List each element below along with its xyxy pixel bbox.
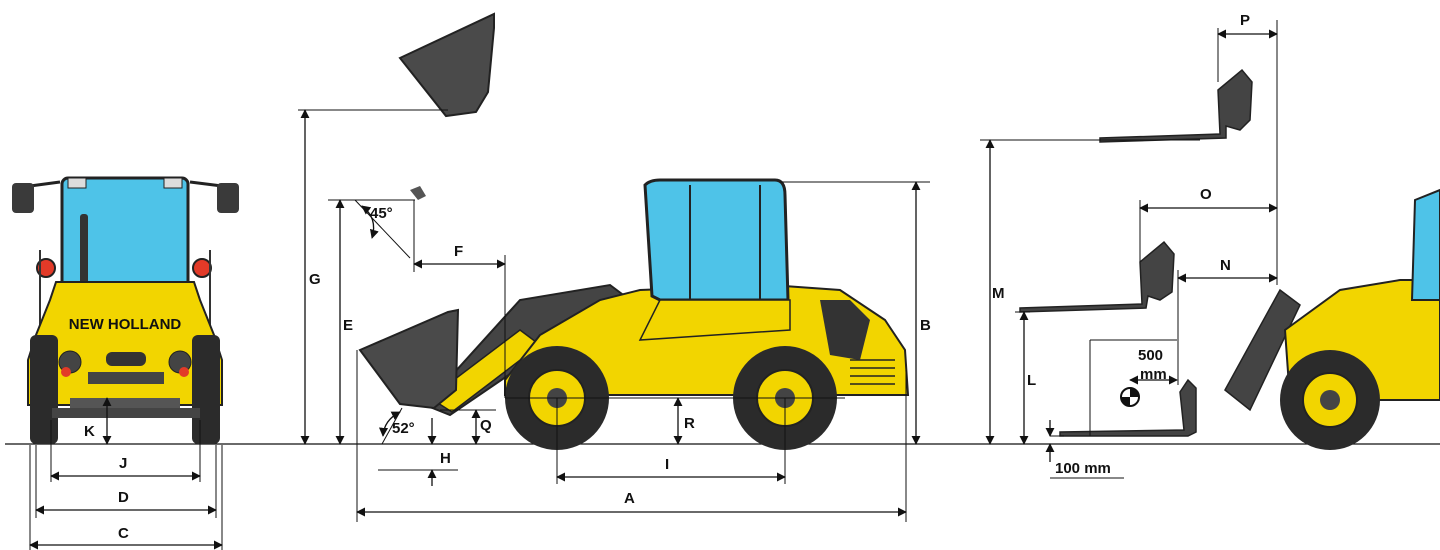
fork-ground-clearance: 100 mm xyxy=(1055,460,1111,477)
lamp-left-icon xyxy=(36,258,56,278)
load-center-icon xyxy=(1120,387,1140,407)
dim-label-P: P xyxy=(1240,12,1250,29)
fork-view xyxy=(1019,68,1440,450)
dim-label-N: N xyxy=(1220,257,1231,274)
fork-top xyxy=(1099,68,1253,143)
mirror-right-icon xyxy=(189,180,239,213)
dim-label-Q: Q xyxy=(480,417,492,434)
dim-label-G: G xyxy=(309,271,321,288)
mirror-left-icon xyxy=(12,180,61,213)
dim-label-C: C xyxy=(118,525,129,542)
angle-rollback: 52° xyxy=(392,420,415,437)
angle-dump: 45° xyxy=(370,205,393,222)
fork-bottom xyxy=(1059,378,1197,437)
load-center-value: 500 xyxy=(1138,347,1163,364)
dim-label-L: L xyxy=(1027,372,1036,389)
dim-label-A: A xyxy=(624,490,635,507)
lamp-right-icon xyxy=(192,258,212,278)
dim-label-F: F xyxy=(454,243,463,260)
raised-bucket xyxy=(398,12,495,118)
front-body xyxy=(27,281,223,406)
fork-middle xyxy=(1019,240,1175,313)
dim-label-M: M xyxy=(992,285,1005,302)
dim-label-J: J xyxy=(119,455,127,472)
side-cab xyxy=(643,178,790,302)
fork-view-wheel xyxy=(1280,350,1380,450)
dim-label-D: D xyxy=(118,489,129,506)
front-view-dimensions: K J D C xyxy=(29,397,223,550)
front-wheel-right xyxy=(192,335,220,444)
dim-label-E: E xyxy=(343,317,353,334)
exhaust-pipe-icon xyxy=(80,214,88,284)
front-wheel-left xyxy=(30,335,58,444)
fork-view-dimensions: P O N M L 500 mm 100 mm xyxy=(980,12,1278,479)
dim-label-H: H xyxy=(440,450,451,467)
side-view-dimensions: G E 45° F B Q 52° H R xyxy=(298,109,931,522)
dim-label-I: I xyxy=(665,456,669,473)
lowered-bucket xyxy=(358,308,460,410)
brand-text: NEW HOLLAND xyxy=(69,316,182,333)
front-view: NEW HOLLAND xyxy=(12,176,239,444)
load-center-unit: mm xyxy=(1140,366,1167,383)
dim-label-R: R xyxy=(684,415,695,432)
dim-label-K: K xyxy=(84,423,95,440)
dim-label-B: B xyxy=(920,317,931,334)
dim-label-O: O xyxy=(1200,186,1212,203)
side-view xyxy=(358,12,910,450)
